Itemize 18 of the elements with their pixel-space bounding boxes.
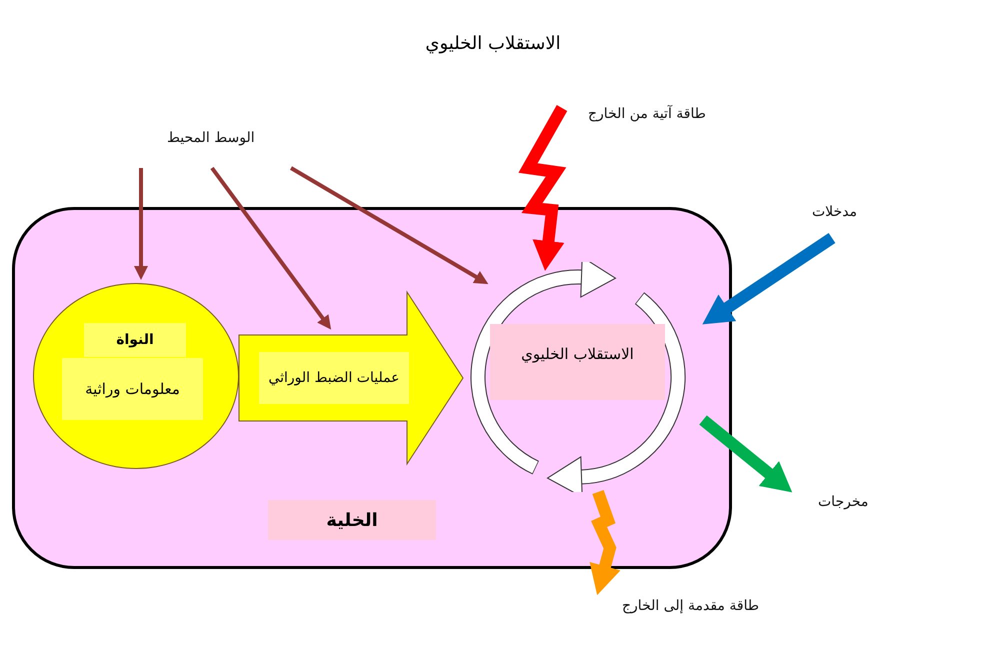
text-label: مدخلات bbox=[812, 204, 858, 220]
thick-arrow bbox=[702, 233, 836, 324]
diagram-title: الاستقلاب الخليوي bbox=[424, 33, 562, 54]
cell-label: الخلية bbox=[268, 500, 436, 540]
thick-arrow bbox=[590, 490, 620, 596]
arrow bbox=[134, 168, 148, 280]
text-label: طاقة مقدمة إلى الخارج bbox=[622, 598, 759, 614]
thick-arrow bbox=[518, 105, 568, 271]
metabolism-label: الاستقلاب الخليوي bbox=[490, 324, 665, 400]
text-label: مخرجات bbox=[818, 494, 868, 510]
text-label: طاقة آتية من الخارج bbox=[588, 106, 706, 122]
cell-box bbox=[12, 207, 732, 569]
arrow bbox=[210, 166, 332, 330]
edge-label: عمليات الضبط الوراثي bbox=[259, 352, 409, 404]
nucleus-content: معلومات وراثية bbox=[62, 358, 203, 420]
arrow bbox=[290, 166, 488, 284]
nucleus-label: النواة bbox=[84, 323, 186, 357]
text-label: الوسط المحيط bbox=[167, 130, 255, 146]
